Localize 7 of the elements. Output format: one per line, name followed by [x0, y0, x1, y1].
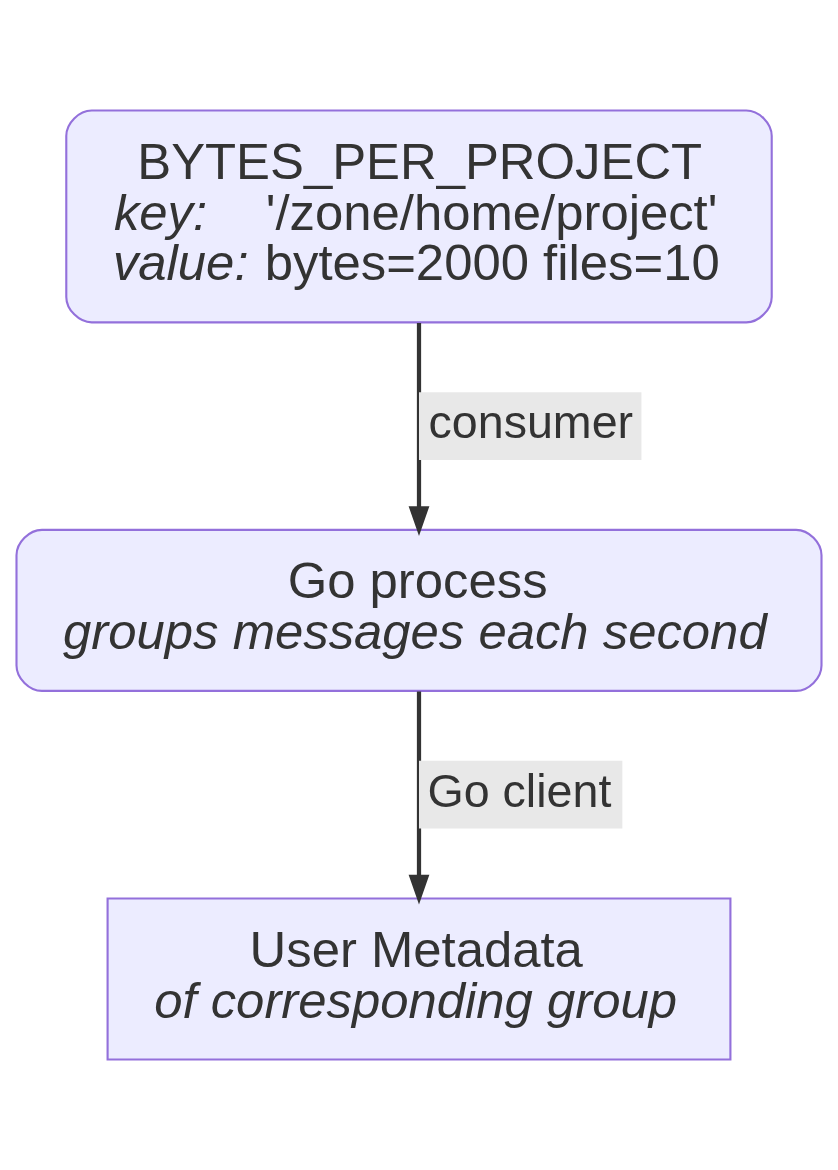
edge-label: consumer [428, 395, 634, 448]
node-box: Go process groups messages each second [15, 528, 823, 692]
node-box: User Metadata of corresponding group [106, 897, 732, 1061]
arrow [408, 691, 430, 905]
node-box: BYTES_PER_PROJECT key: '/zone/home/project' value: bytes=2000 files=10 [65, 109, 773, 324]
arrow [408, 322, 430, 536]
edge-label: Go client [427, 764, 612, 817]
